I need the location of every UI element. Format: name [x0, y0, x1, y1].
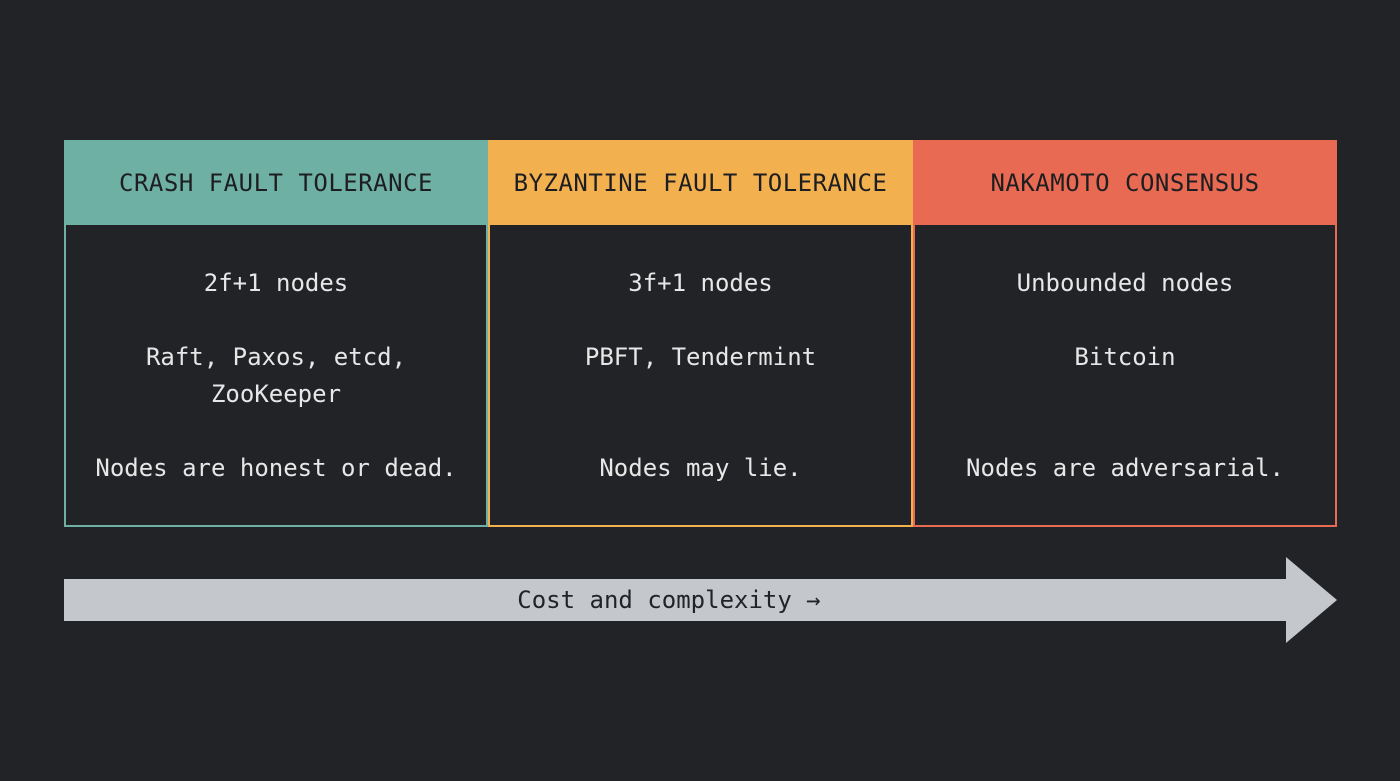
trust-model-byzantine: Nodes may lie.	[599, 454, 802, 482]
examples-crash: Raft, Paxos, etcd, ZooKeeper	[145, 343, 407, 408]
column-byzantine-fault-tolerance: BYZANTINE FAULT TOLERANCE 3f+1 nodes PBF…	[488, 140, 913, 527]
trust-model-nakamoto: Nodes are adversarial.	[966, 454, 1284, 482]
column-header-crash: CRASH FAULT TOLERANCE	[64, 140, 488, 225]
column-header-nakamoto: NAKAMOTO CONSENSUS	[913, 140, 1337, 225]
column-body-nakamoto: Unbounded nodes Bitcoin Nodes are advers…	[913, 225, 1337, 527]
examples-byzantine: PBFT, Tendermint	[584, 343, 817, 371]
column-body-byzantine: 3f+1 nodes PBFT, Tendermint Nodes may li…	[488, 225, 913, 527]
column-body-crash: 2f+1 nodes Raft, Paxos, etcd, ZooKeeper …	[64, 225, 488, 527]
trust-model-crash: Nodes are honest or dead.	[95, 454, 457, 482]
column-nakamoto-consensus: NAKAMOTO CONSENSUS Unbounded nodes Bitco…	[913, 140, 1337, 527]
node-requirement-nakamoto: Unbounded nodes	[1016, 269, 1234, 297]
column-header-byzantine: BYZANTINE FAULT TOLERANCE	[488, 140, 913, 225]
cost-complexity-arrow	[64, 557, 1337, 643]
node-requirement-byzantine: 3f+1 nodes	[628, 269, 773, 297]
fault-tolerance-diagram: CRASH FAULT TOLERANCE 2f+1 nodes Raft, P…	[64, 140, 1337, 527]
arrow-label: Cost and complexity →	[517, 586, 821, 614]
examples-nakamoto: Bitcoin	[1074, 343, 1176, 371]
arrow-shape	[64, 557, 1337, 643]
node-requirement-crash: 2f+1 nodes	[203, 269, 349, 297]
column-crash-fault-tolerance: CRASH FAULT TOLERANCE 2f+1 nodes Raft, P…	[64, 140, 488, 527]
